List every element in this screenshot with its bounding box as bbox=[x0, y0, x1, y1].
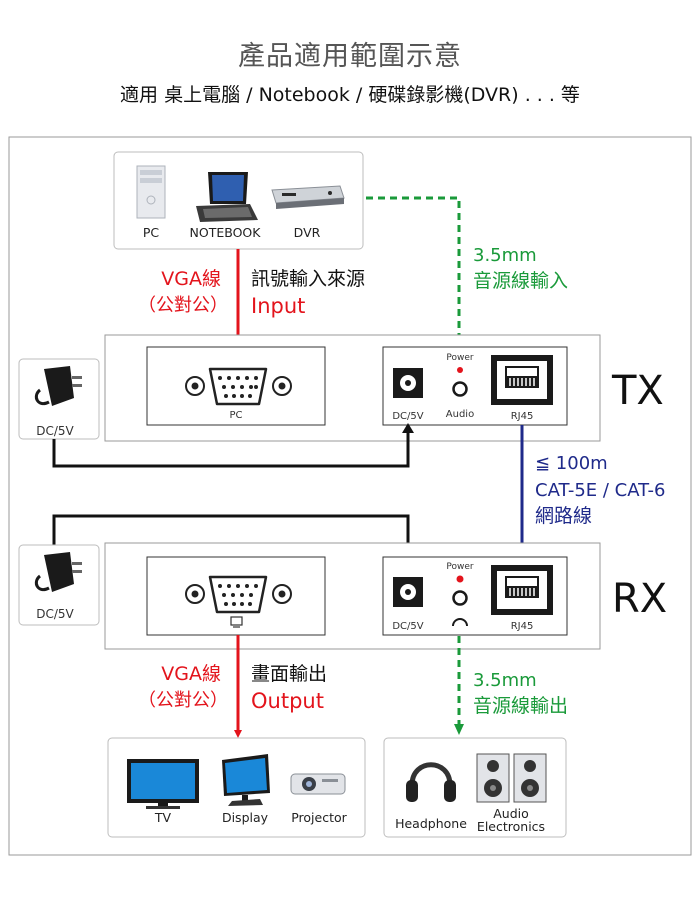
tv-label: TV bbox=[154, 810, 172, 825]
audio-devices-box: Headphone Audio Electronics bbox=[383, 737, 567, 838]
tx-rj45-label: RJ45 bbox=[511, 411, 534, 422]
vga-output-cable-note: （公對公） bbox=[138, 690, 228, 711]
speaker-icon bbox=[476, 753, 547, 803]
notebook-label: NOTEBOOK bbox=[190, 225, 262, 240]
rx-unit: DC/5V Power RJ45 bbox=[104, 542, 601, 650]
vga-input-link: VGA線 （公對公） 訊號輸入來源 Input bbox=[138, 249, 365, 350]
network-distance-label: ≦ 100m bbox=[535, 453, 608, 474]
rx-power-led bbox=[456, 575, 464, 583]
outer-frame bbox=[8, 136, 692, 856]
rx-vga-port bbox=[185, 575, 292, 614]
audio-output-link: 3.5mm 音源線輸出 bbox=[454, 636, 568, 735]
rx-audio-jack bbox=[452, 590, 468, 606]
rx-dc-jack bbox=[393, 577, 423, 607]
tx-dc-label: DC/5V bbox=[392, 411, 423, 422]
notebook-icon bbox=[196, 172, 258, 222]
pc-label: PC bbox=[143, 225, 160, 240]
audio-out-size-label: 3.5mm bbox=[473, 670, 537, 691]
network-link: ≦ 100m CAT-5E / CAT-6 網路線 bbox=[516, 425, 665, 561]
tx-power-cable bbox=[52, 427, 410, 468]
display-icon bbox=[222, 754, 270, 806]
tx-label: TX bbox=[611, 368, 664, 414]
tx-power-led bbox=[457, 367, 463, 373]
output-desc-label: 畫面輸出 bbox=[251, 663, 327, 685]
audio-input-link: 3.5mm 音源線輸入 bbox=[366, 196, 568, 377]
monitor-port-icon bbox=[230, 616, 243, 628]
tx-vga-port bbox=[185, 367, 292, 406]
network-cable-type-label: CAT-5E / CAT-6 bbox=[535, 480, 665, 501]
tx-power-label: Power bbox=[446, 353, 474, 363]
tv-icon bbox=[127, 759, 199, 809]
audio-electronics-label-line1: Audio bbox=[493, 806, 529, 821]
rx-dc-label: DC/5V bbox=[392, 621, 423, 632]
headphone-icon bbox=[406, 762, 456, 802]
rx-rj45-port bbox=[491, 565, 553, 615]
tx-vga-port-label: PC bbox=[229, 410, 242, 421]
rx-rj45-label: RJ45 bbox=[511, 621, 534, 632]
rx-power-cable bbox=[52, 514, 410, 565]
projector-label: Projector bbox=[291, 810, 347, 825]
input-desc-label: 訊號輸入來源 bbox=[251, 268, 365, 290]
projector-icon bbox=[290, 773, 346, 795]
vga-input-cable-note: （公對公） bbox=[138, 295, 228, 316]
vga-output-cable-label: VGA線 bbox=[161, 663, 221, 685]
rx-adapter: DC/5V bbox=[18, 544, 100, 626]
dvr-label: DVR bbox=[294, 225, 321, 240]
audio-electronics-label-line2: Electronics bbox=[477, 819, 545, 834]
tx-audio-jack bbox=[452, 381, 468, 397]
page-subtitle: 適用 桌上電腦 / Notebook / 硬碟錄影機(DVR) . . . 等 bbox=[120, 84, 580, 106]
power-adapter-icon bbox=[34, 366, 82, 406]
tx-adapter: DC/5V bbox=[18, 358, 100, 440]
input-dir-label: Input bbox=[251, 294, 305, 318]
rx-label: RX bbox=[612, 576, 667, 622]
source-box: PC NOTEBOOK DVR bbox=[113, 151, 364, 250]
headphone-label: Headphone bbox=[395, 816, 467, 831]
rx-adapter-label: DC/5V bbox=[36, 607, 74, 621]
page-title: 產品適用範圍示意 bbox=[238, 41, 462, 72]
vga-input-cable-label: VGA線 bbox=[161, 268, 221, 290]
display-label: Display bbox=[222, 810, 269, 825]
tx-dc-jack bbox=[393, 368, 423, 398]
power-adapter-icon bbox=[34, 552, 82, 592]
network-desc-label: 網路線 bbox=[535, 505, 592, 527]
tx-audio-label: Audio bbox=[446, 409, 474, 420]
display-box: TV Display Projector bbox=[107, 737, 366, 838]
pc-icon bbox=[136, 165, 166, 219]
output-dir-label: Output bbox=[251, 689, 324, 713]
rx-power-label: Power bbox=[446, 562, 474, 572]
tx-rj45-port bbox=[491, 355, 553, 405]
vga-output-link: VGA線 （公對公） 畫面輸出 Output bbox=[138, 635, 327, 738]
dvr-icon bbox=[271, 185, 345, 209]
tx-adapter-label: DC/5V bbox=[36, 424, 74, 438]
audio-in-size-label: 3.5mm bbox=[473, 245, 537, 266]
headphone-port-icon bbox=[452, 618, 468, 627]
audio-out-desc-label: 音源線輸出 bbox=[473, 695, 568, 717]
audio-in-desc-label: 音源線輸入 bbox=[473, 270, 568, 292]
tx-unit: PC DC/5V Power Audio RJ45 bbox=[104, 334, 601, 442]
